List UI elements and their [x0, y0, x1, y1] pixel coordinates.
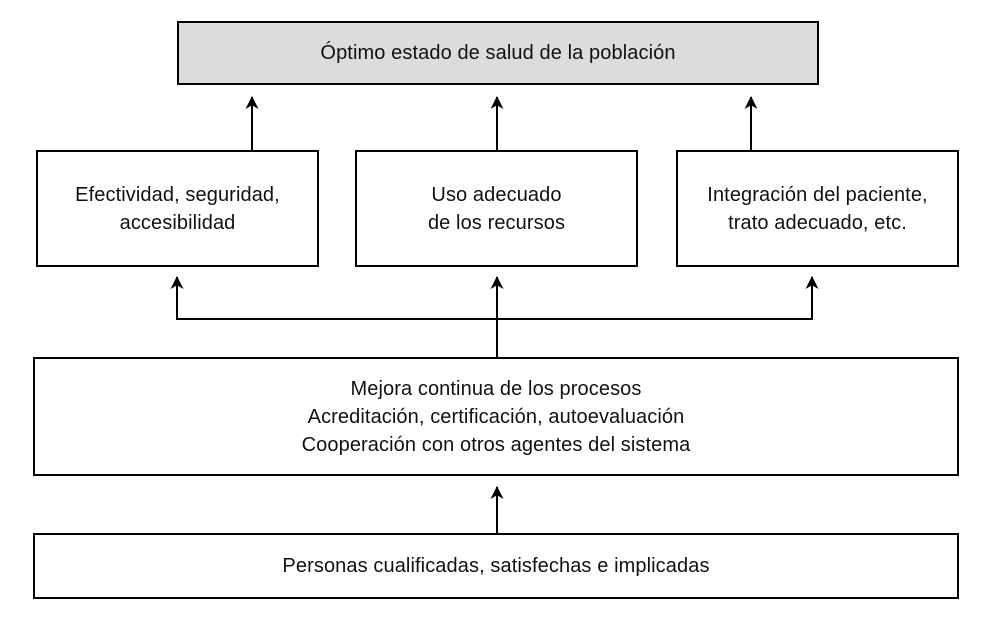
node-label: Uso adecuado [431, 183, 562, 206]
node-mejora-continua-procesos: Mejora continua de los procesos Acredita… [33, 357, 959, 476]
node-label: Mejora continua de los procesos [350, 377, 642, 400]
node-integracion-paciente: Integración del paciente, trato adecuado… [676, 150, 959, 267]
node-label: Óptimo estado de salud de la población [320, 42, 676, 64]
node-label: Personas cualificadas, satisfechas e imp… [282, 555, 710, 577]
node-optimo-estado-salud: Óptimo estado de salud de la población [177, 21, 819, 85]
node-label: trato adecuado, etc. [728, 211, 907, 234]
node-label: Integración del paciente, [707, 183, 928, 206]
node-personas-cualificadas: Personas cualificadas, satisfechas e imp… [33, 533, 959, 599]
node-label: de los recursos [427, 211, 566, 234]
node-uso-adecuado-recursos: Uso adecuado de los recursos [355, 150, 638, 267]
node-label: Acreditación, certificación, autoevaluac… [307, 405, 685, 428]
node-label: Cooperación con otros agentes del sistem… [301, 433, 691, 456]
node-label: accesibilidad [119, 211, 236, 234]
node-label: Efectividad, seguridad, [75, 183, 280, 206]
node-efectividad-seguridad: Efectividad, seguridad, accesibilidad [36, 150, 319, 267]
